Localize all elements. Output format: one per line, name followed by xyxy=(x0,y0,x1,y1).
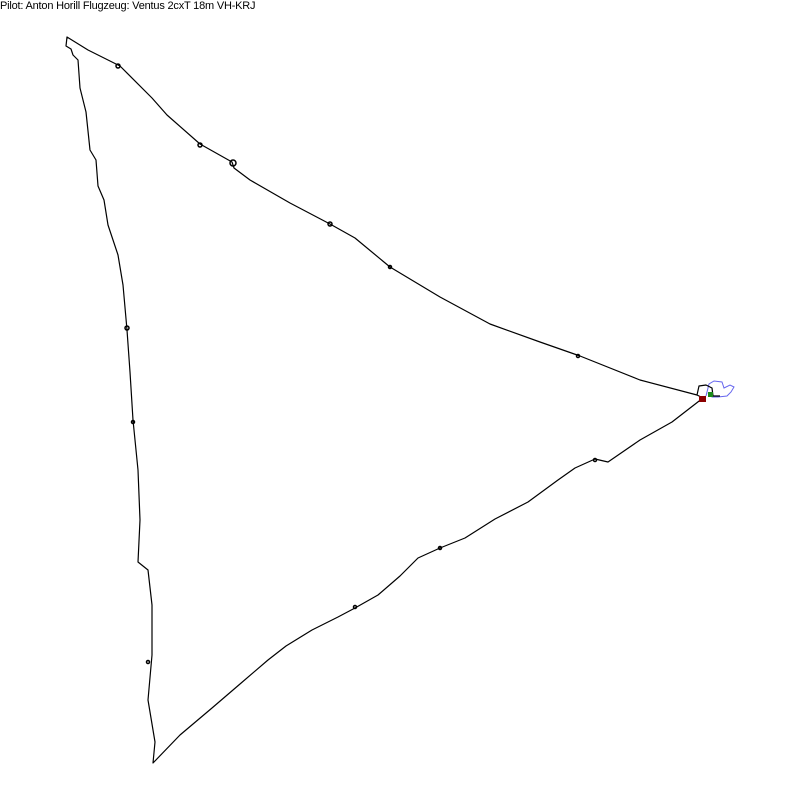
thermal-circles xyxy=(115,63,598,665)
flight-title: Pilot: Anton Horill Flugzeug: Ventus 2cx… xyxy=(0,0,256,12)
pre-start-track xyxy=(705,380,735,398)
flight-track xyxy=(65,36,720,764)
finish-marker xyxy=(699,396,706,402)
start-marker xyxy=(708,392,713,397)
